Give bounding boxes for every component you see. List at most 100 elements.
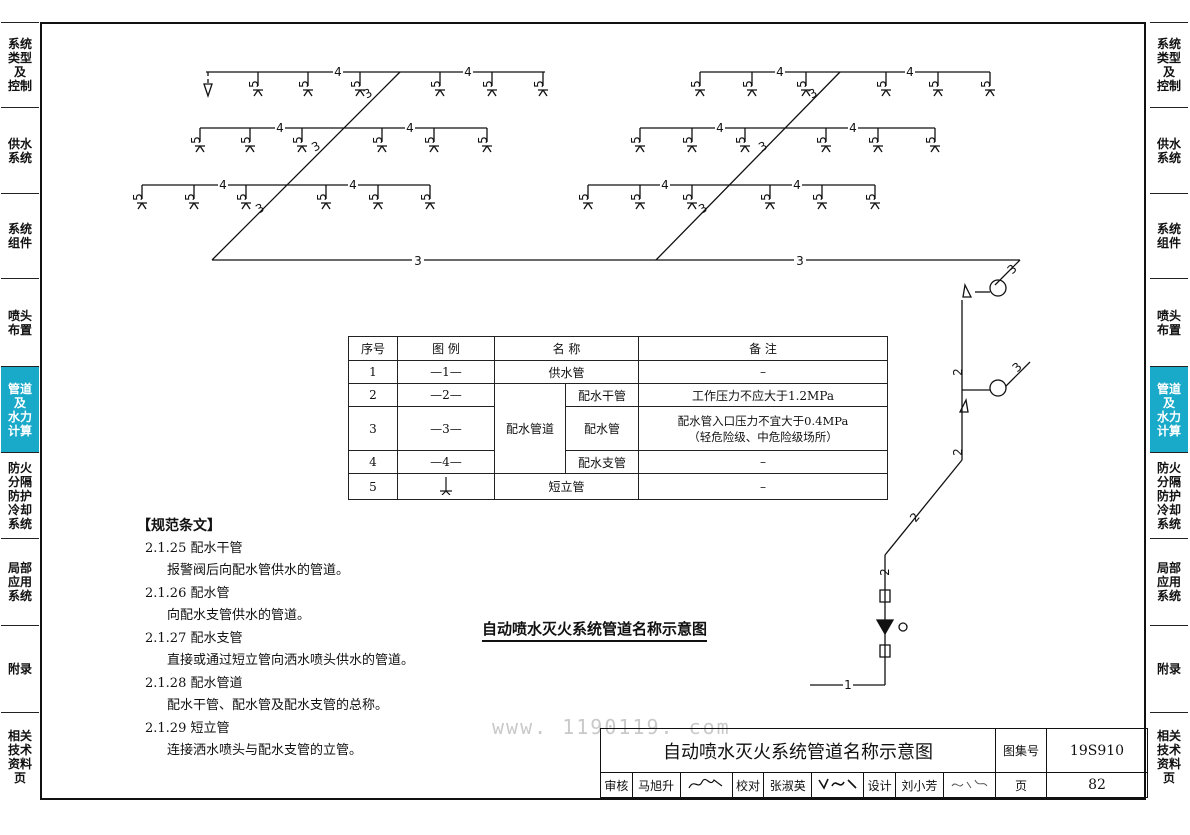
side-tab[interactable]: 相关 技术 资料 页 xyxy=(1,712,39,800)
side-tab[interactable]: 管道 及 水力 计算 xyxy=(1150,366,1188,452)
riser-number: 5 xyxy=(419,193,433,201)
branch-number: 4 xyxy=(276,121,284,135)
riser-number: 5 xyxy=(349,80,363,88)
side-tab[interactable]: 供水 系统 xyxy=(1150,107,1188,193)
review-label: 审核 xyxy=(600,772,633,798)
label-gap xyxy=(275,121,285,133)
sprinkler-icon xyxy=(303,89,313,97)
pipe-number: 3 xyxy=(1010,360,1025,375)
side-tab[interactable]: 局部 应用 系统 xyxy=(1150,538,1188,625)
sprinkler-icon xyxy=(241,202,251,210)
valve-icon xyxy=(879,589,891,603)
branch-number: 4 xyxy=(219,178,227,192)
pipe-number: 2 xyxy=(951,448,965,456)
label-gap xyxy=(412,252,424,266)
riser-number: 5 xyxy=(189,136,203,144)
riser-number: 5 xyxy=(247,80,261,88)
main-riser xyxy=(884,459,963,556)
riser-number: 5 xyxy=(681,193,695,201)
side-tab[interactable]: 系统 组件 xyxy=(1,193,39,278)
row-subname: 配水管 xyxy=(565,406,639,451)
riser-number: 5 xyxy=(629,193,643,201)
riser-number: 5 xyxy=(297,80,311,88)
sprinkler-icon xyxy=(377,145,387,153)
riser-number: 5 xyxy=(875,80,889,88)
side-tab[interactable]: 防火 分隔 防护 冷却 系统 xyxy=(1,452,39,538)
row-no: 4 xyxy=(348,450,398,474)
row-no: 2 xyxy=(348,383,398,407)
riser-number: 5 xyxy=(532,80,546,88)
riser-number: 5 xyxy=(927,80,941,88)
row-symbol: —3— xyxy=(397,406,495,451)
sprinkler-icon xyxy=(189,202,199,210)
branch-number: 4 xyxy=(334,65,342,79)
riser-number: 5 xyxy=(315,193,329,201)
row-no: 1 xyxy=(348,360,398,384)
sprinkler-icon xyxy=(429,145,439,153)
checker-signature xyxy=(811,772,865,798)
atlas-label: 图集号 xyxy=(995,728,1047,773)
branch-number: 4 xyxy=(716,121,724,135)
sprinkler-icon xyxy=(487,89,497,97)
header-note: 备 注 xyxy=(638,336,888,361)
side-tab[interactable]: 喷头 布置 xyxy=(1150,278,1188,366)
spec-code: 2.1.27 配水支管 xyxy=(145,630,243,646)
riser-number: 5 xyxy=(476,136,490,144)
sprinkler-icon xyxy=(821,145,831,153)
riser-number: 5 xyxy=(291,136,305,144)
side-tab[interactable]: 附录 xyxy=(1,625,39,712)
label-gap xyxy=(333,65,343,77)
atlas-number: 19S910 xyxy=(1046,728,1148,773)
branch-number: 4 xyxy=(661,178,669,192)
riser-number: 5 xyxy=(759,193,773,201)
side-tab[interactable]: 管道 及 水力 计算 xyxy=(1,366,39,452)
riser-number: 5 xyxy=(867,136,881,144)
diagram-caption: 自动喷水灭火系统管道名称示意图 xyxy=(482,618,708,642)
branch-number: 4 xyxy=(849,121,857,135)
side-tab[interactable]: 供水 系统 xyxy=(1,107,39,193)
side-tab[interactable]: 附录 xyxy=(1150,625,1188,712)
riser-number: 5 xyxy=(811,193,825,201)
valve-icon xyxy=(879,644,891,658)
check-label: 校对 xyxy=(731,772,765,798)
riser-number: 5 xyxy=(367,193,381,201)
side-tab[interactable]: 喷头 布置 xyxy=(1,278,39,366)
riser-number: 5 xyxy=(979,80,993,88)
pipe-number: 3 xyxy=(796,254,804,268)
sprinkler-icon xyxy=(355,89,365,97)
signature-mark xyxy=(952,779,988,788)
valve-icon xyxy=(958,397,969,413)
side-tab[interactable]: 相关 技术 资料 页 xyxy=(1150,712,1188,800)
sprinkler-icon xyxy=(695,89,705,97)
pipe-number: 2 xyxy=(951,368,965,376)
side-tab[interactable]: 系统 组件 xyxy=(1150,193,1188,278)
row-note: – xyxy=(638,360,888,384)
branch-number: 4 xyxy=(406,121,414,135)
row-note: – xyxy=(638,473,888,500)
label-gap xyxy=(715,121,725,133)
row-symbol: —1— xyxy=(397,360,495,384)
riser-number: 5 xyxy=(629,136,643,144)
spec-code: 2.1.28 配水管道 xyxy=(145,675,243,691)
row-subname: 配水干管 xyxy=(565,383,639,407)
row-symbol-riser xyxy=(397,473,495,500)
designer-name: 刘小芳 xyxy=(894,772,944,798)
side-tab[interactable]: 系统 类型 及 控制 xyxy=(1150,22,1188,107)
sprinkler-icon xyxy=(687,145,697,153)
sprinkler-icon xyxy=(817,202,827,210)
sprinkler-icon xyxy=(482,145,492,153)
pipe-number: 3 xyxy=(696,201,710,217)
sprinkler-icon xyxy=(297,145,307,153)
side-tab[interactable]: 系统 类型 及 控制 xyxy=(1,22,39,107)
header-name: 名 称 xyxy=(494,336,639,361)
distribution-pipe xyxy=(1005,361,1031,387)
side-tab[interactable]: 局部 应用 系统 xyxy=(1,538,39,625)
pipe-number: 3 xyxy=(253,201,267,217)
sprinkler-icon xyxy=(881,89,891,97)
sprinkler-icon xyxy=(870,202,880,210)
riser-number: 5 xyxy=(235,193,249,201)
sprinkler-icon xyxy=(425,202,435,210)
side-tab[interactable]: 防火 分隔 防护 冷却 系统 xyxy=(1150,452,1188,538)
riser-number: 5 xyxy=(183,193,197,201)
